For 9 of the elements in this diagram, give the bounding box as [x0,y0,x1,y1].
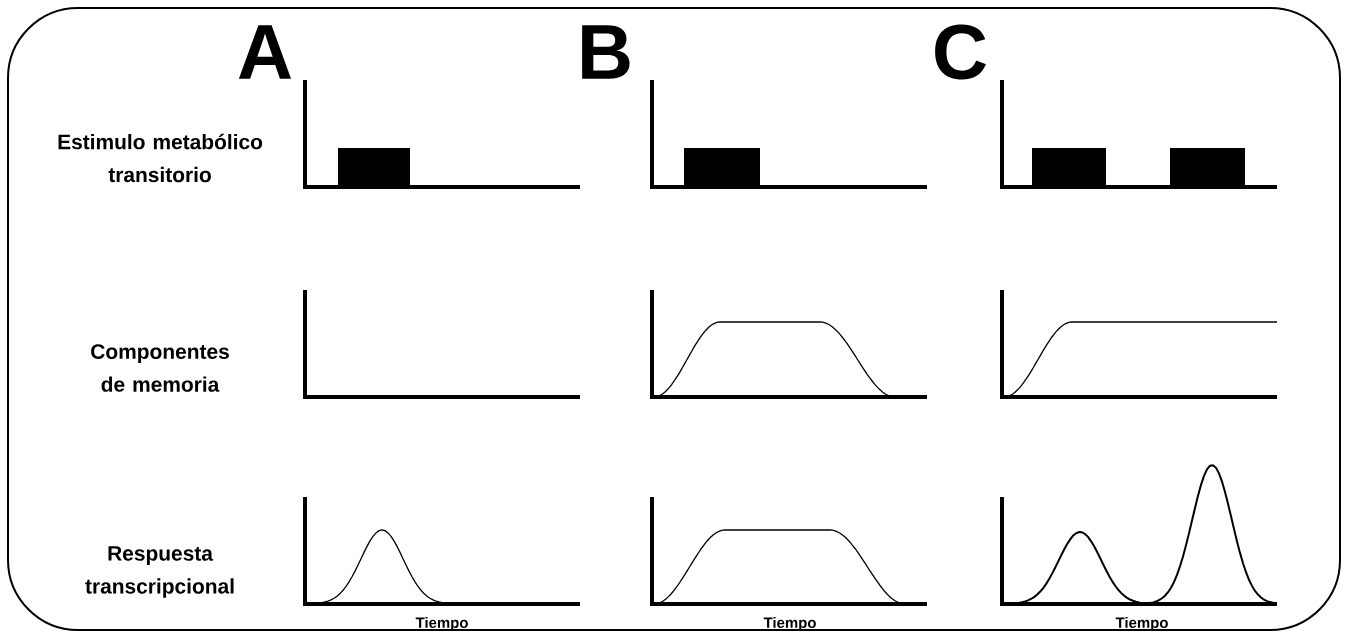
panel-letter: A [238,25,291,79]
axis-label: Tiempo [415,617,468,631]
row-label: Respuesta transcripcional [85,546,234,598]
axis-label: Tiempo [1115,617,1168,631]
axis-label: Tiempo [763,617,816,631]
row-label: Componentes de memoria [91,344,229,392]
row-label: Estimulo metabólico transitorio [58,133,263,183]
panel-letter: B [582,25,630,79]
panel-letter: C [935,24,986,80]
